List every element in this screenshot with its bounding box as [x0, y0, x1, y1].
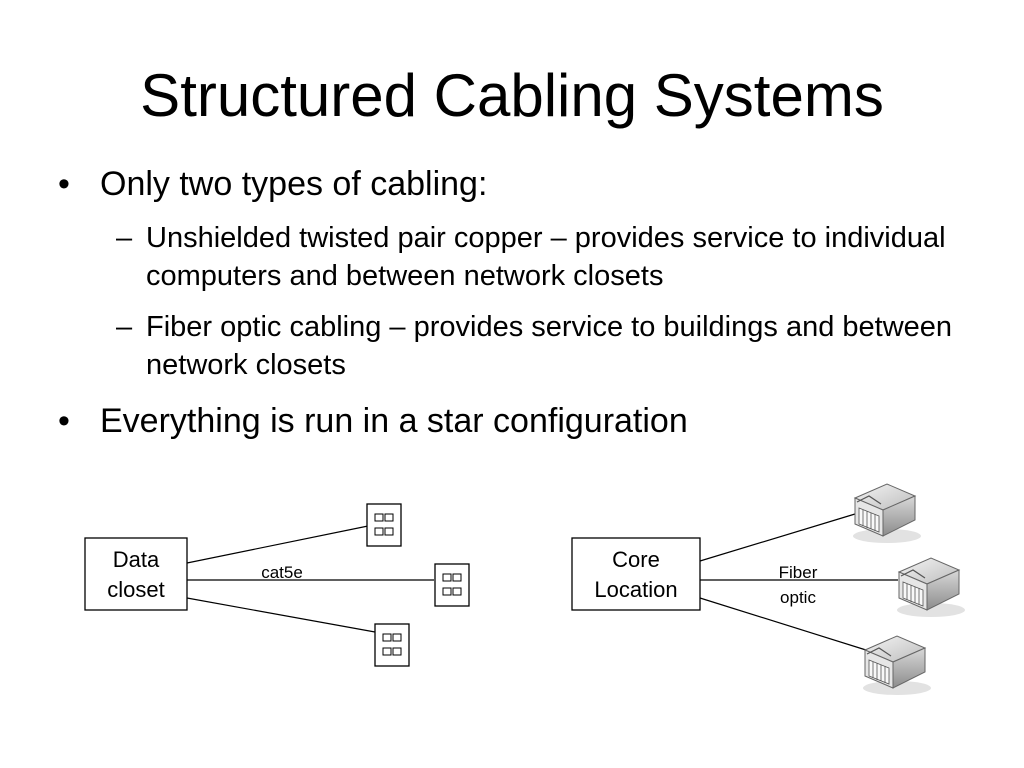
star-topology-diagram: Data closet cat5e Core Location Fiber op…: [84, 483, 966, 696]
bullet-marker: •: [58, 165, 70, 203]
wall-jack-icon: [434, 563, 470, 607]
cable-line: [699, 597, 867, 651]
cable-line: [186, 597, 376, 633]
core-location-box: Core Location: [571, 537, 701, 611]
sub-bullet-1: – Unshielded twisted pair copper – provi…: [116, 219, 976, 295]
wall-jack-icon: [366, 503, 402, 547]
building-icon: [852, 483, 922, 544]
sub-bullet-2: – Fiber optic cabling – provides service…: [116, 308, 976, 384]
bullet-1: • Only two types of cabling:: [58, 164, 998, 204]
fiber-label-line2: optic: [780, 588, 816, 607]
slide-title: Structured Cabling Systems: [140, 62, 884, 129]
wall-jack-icon: [374, 623, 410, 667]
core-location-label-line1: Core: [612, 547, 660, 572]
cable-line: [186, 525, 369, 564]
building-icon: [862, 635, 932, 696]
cat5e-label: cat5e: [261, 563, 303, 582]
data-closet-label-line1: Data: [113, 547, 160, 572]
bullet-2: • Everything is run in a star configurat…: [58, 401, 998, 441]
building-icon: [896, 557, 966, 618]
bullet-2-text: Everything is run in a star configuratio…: [100, 402, 688, 440]
dash-marker: –: [116, 222, 133, 254]
cable-line: [699, 513, 856, 562]
data-closet-box: Data closet: [84, 537, 188, 611]
core-location-label-line2: Location: [594, 577, 677, 602]
data-closet-label-line2: closet: [107, 577, 164, 602]
bullet-1-text: Only two types of cabling:: [100, 165, 488, 203]
bullet-marker: •: [58, 402, 70, 440]
dash-marker: –: [116, 311, 133, 343]
fiber-label-line1: Fiber: [779, 563, 818, 582]
sub-bullet-2-text: Fiber optic cabling – provides service t…: [146, 311, 953, 381]
sub-bullet-1-text: Unshielded twisted pair copper – provide…: [146, 222, 946, 292]
